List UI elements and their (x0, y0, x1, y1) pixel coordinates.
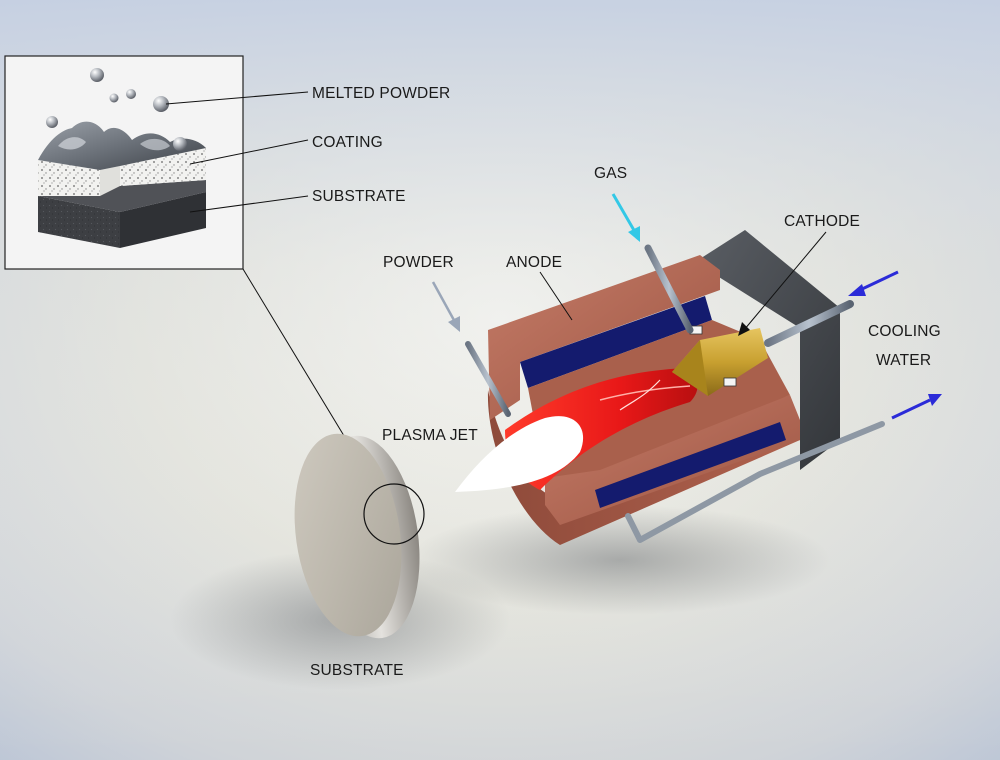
label-cathode: CATHODE (784, 213, 860, 230)
insulator-lower (595, 422, 786, 508)
inset-melted-surface (38, 121, 206, 170)
label-water: WATER (876, 352, 931, 369)
arrow-right-icon (928, 394, 942, 406)
leader-coating (189, 139, 309, 165)
substrate-disk (294, 433, 425, 639)
powder-pipe (465, 341, 511, 417)
cathode-rod (764, 300, 854, 347)
leader-anode (539, 271, 573, 321)
powder-particle (46, 116, 58, 128)
inset-substrate-side (120, 192, 206, 248)
disk-face (294, 433, 402, 637)
plasma-arc (599, 385, 691, 401)
inset-coating-step (100, 166, 120, 196)
leader-cathode-arrowhead (738, 322, 750, 336)
inset-substrate-front (38, 196, 120, 248)
label-coating: COATING (312, 134, 383, 151)
gas-pipe (644, 244, 694, 334)
plasma-arc (619, 379, 661, 411)
torch-back-plate (695, 230, 840, 470)
water-in-arrow (848, 270, 899, 296)
anode-upper-slab (488, 255, 720, 420)
inset-droplet (173, 137, 187, 151)
label-powder: POWDER (383, 254, 454, 271)
seal-bottom (723, 377, 737, 387)
insulator-upper (520, 296, 712, 388)
coating-inset (4, 55, 244, 270)
arrow-down-icon (448, 316, 460, 332)
powder-particle (109, 93, 119, 103)
inset-splat-highlight (58, 137, 86, 150)
label-plasma-jet: PLASMA JET (382, 427, 478, 444)
powder-in-arrow (431, 281, 460, 332)
plasma-torch (455, 230, 885, 545)
inset-splat-highlight (140, 138, 170, 151)
arrow-down-right-icon (628, 226, 640, 242)
powder-particle (153, 96, 169, 112)
leader-substrate-inset (189, 195, 309, 213)
torch-shadow (410, 505, 830, 615)
label-substrate: SUBSTRATE (310, 662, 404, 679)
leader-cathode (743, 231, 827, 331)
label-anode: ANODE (506, 254, 562, 271)
label-substrate-inset: SUBSTRATE (312, 188, 406, 205)
inset-coating-side (120, 148, 206, 186)
inset-coating-front (38, 160, 100, 196)
powder-particle (90, 68, 104, 82)
gas-in-arrow (611, 193, 640, 242)
powder-particle (126, 89, 136, 99)
label-melted-powder: MELTED POWDER (312, 85, 450, 102)
leader-melted-powder (165, 91, 309, 105)
plasma-jet-plume (455, 416, 584, 492)
cathode-tip (672, 340, 708, 396)
zoom-circle (363, 483, 425, 545)
arrow-left-icon (848, 284, 866, 296)
water-out-arrow (891, 394, 942, 420)
label-cooling: COOLING (868, 323, 941, 340)
label-gas: GAS (594, 165, 627, 182)
cooling-water-pipe (625, 421, 885, 543)
